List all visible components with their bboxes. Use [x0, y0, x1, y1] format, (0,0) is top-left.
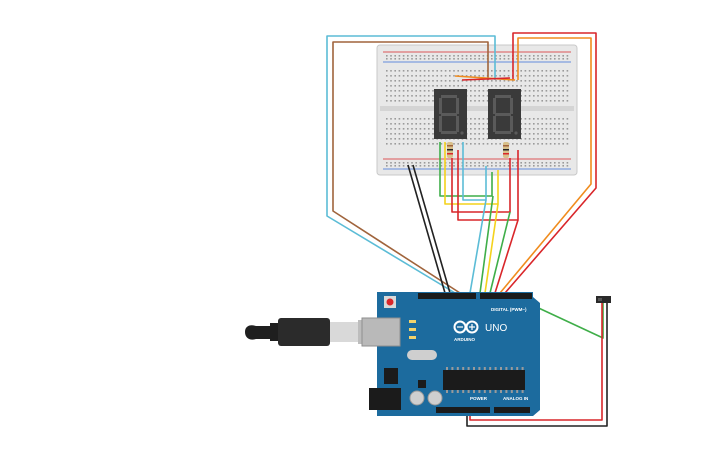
seven-segment-display-left[interactable]: 8 — [434, 89, 467, 139]
sensor-component[interactable] — [596, 296, 611, 303]
wire-cyan-loop — [462, 142, 487, 201]
wire-green-loop — [439, 142, 493, 197]
wire-orange-short — [454, 75, 516, 81]
wire-cyan-down — [469, 199, 487, 294]
chip-pins — [446, 367, 524, 393]
wire-green-sensor — [529, 302, 604, 339]
wires — [326, 32, 608, 427]
segments-left — [439, 95, 464, 135]
seven-segment-display-right[interactable]: 8 — [488, 89, 521, 139]
wire-yellow-down — [484, 203, 499, 294]
resistor-left[interactable] — [447, 142, 453, 158]
power-header-label: POWER — [470, 396, 488, 401]
wire-red-short — [461, 77, 511, 81]
wire-orange-top — [499, 37, 592, 294]
usb-cable[interactable] — [245, 318, 363, 346]
analog-header-label: ANALOG IN — [503, 396, 528, 401]
wire-cyan — [326, 35, 496, 294]
digital-header-label: DIGITAL (PWM~) — [491, 307, 527, 312]
wire-black-sensor — [466, 302, 608, 427]
breadboard[interactable] — [376, 44, 578, 176]
arduino-uno-board[interactable]: UNO ARDUINO DIGITAL (PWM~) ANALOG IN POW… — [361, 292, 540, 416]
arduino-logo — [453, 320, 479, 334]
wire-red-loop-2 — [457, 150, 519, 221]
wire-yellow-loop — [444, 142, 499, 205]
wire-red-down — [494, 219, 519, 294]
wire-red-top — [504, 32, 597, 294]
segments-right — [493, 95, 518, 135]
board-model-label: UNO — [485, 323, 507, 334]
brand-label: ARDUINO — [454, 337, 475, 342]
wire-red-loop — [451, 158, 511, 213]
wire-green-down-2 — [489, 211, 511, 294]
wire-brown — [332, 41, 489, 294]
resistor-right[interactable] — [503, 142, 509, 158]
wire-black-1 — [407, 164, 446, 294]
wire-green-down — [479, 195, 494, 294]
wire-black-2 — [412, 164, 451, 294]
